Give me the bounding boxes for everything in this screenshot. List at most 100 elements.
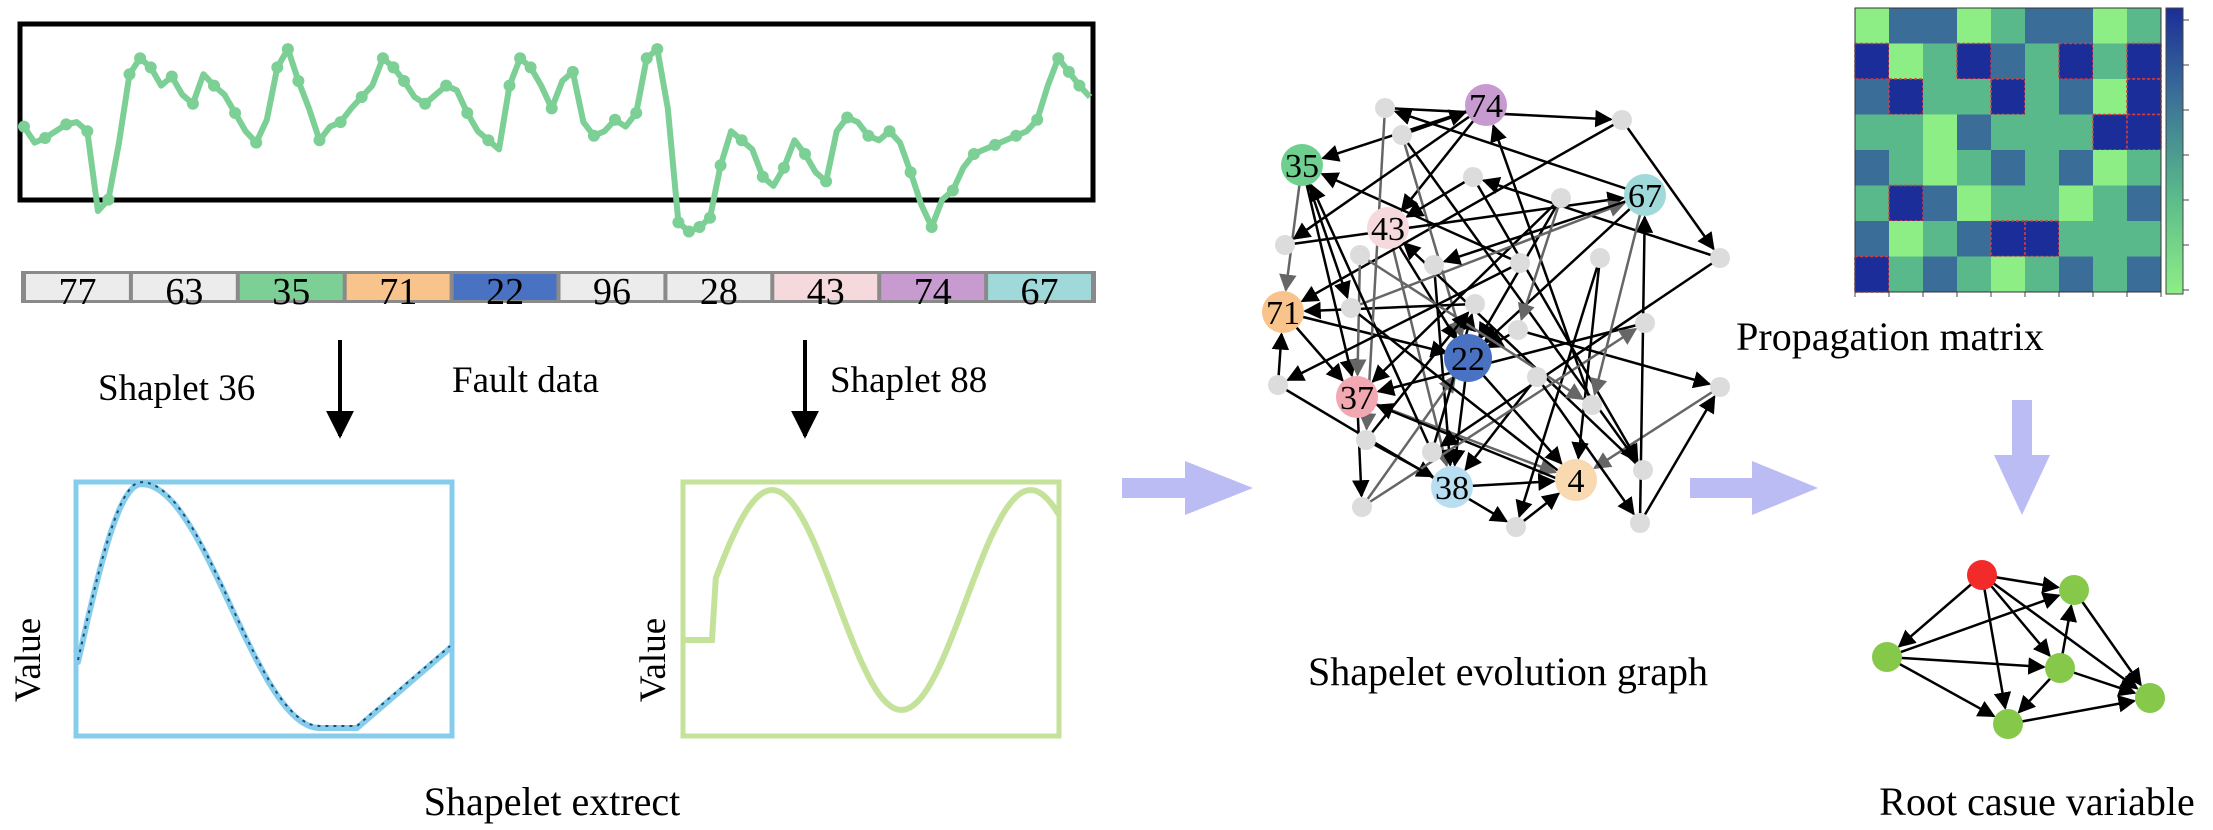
fault-series-point	[967, 148, 980, 160]
evolution-node-label-67: 67	[1628, 178, 1662, 215]
fault-series-point	[1031, 113, 1044, 126]
matrix-cell	[2127, 8, 2161, 44]
evolution-node-label-22: 22	[1451, 341, 1485, 378]
shapelet-right-panel: Value	[633, 479, 1062, 739]
shapelet-88-curve	[683, 486, 1061, 714]
shaplet-36-label: Shaplet 36	[98, 368, 255, 409]
matrix-cell	[1855, 150, 1889, 186]
propagation-matrix-caption: Propagation matrix	[1736, 314, 2044, 359]
evolution-edge	[1292, 103, 1487, 240]
fault-series-point	[862, 129, 875, 142]
matrix-cell	[1889, 221, 1923, 257]
evolution-edge	[1365, 311, 1470, 441]
evolution-edge	[1442, 193, 1646, 265]
matrix-cell	[2059, 114, 2093, 150]
matrix-cell	[2126, 78, 2162, 116]
matrix-cell	[1957, 8, 1991, 44]
fault-series-point	[693, 221, 706, 233]
matrix-cell	[2025, 114, 2059, 150]
evolution-node-unlabeled	[1506, 517, 1526, 537]
evolution-node-unlabeled	[1350, 245, 1370, 265]
evolution-edge	[1376, 321, 1646, 397]
evolution-node-unlabeled	[1463, 167, 1483, 187]
fault-series-point	[820, 175, 833, 188]
matrix-cell	[2024, 220, 2060, 258]
matrix-cell	[2059, 185, 2093, 221]
segment-28	[667, 274, 771, 300]
matrix-cell	[1888, 184, 1924, 222]
matrix-cell	[2059, 256, 2093, 292]
evolution-edge	[1303, 301, 1476, 320]
matrix-cell	[1956, 42, 1992, 80]
fault-series-point	[292, 75, 305, 87]
matrix-cell	[2025, 8, 2059, 44]
variable-node	[1993, 709, 2023, 739]
evolution-edge	[1402, 241, 1644, 471]
evolution-node-67	[1624, 174, 1666, 216]
evolution-node-unlabeled	[1341, 298, 1361, 318]
matrix-cell	[2093, 256, 2127, 292]
evolution-node-unlabeled	[1582, 395, 1602, 415]
fault-series-point	[186, 97, 199, 110]
evolution-node-22	[1444, 334, 1492, 382]
evolution-node-unlabeled	[1424, 255, 1444, 275]
fault-series-point	[640, 52, 653, 65]
matrix-cell	[1854, 42, 1890, 80]
evolution-node-unlabeled	[1465, 294, 1485, 314]
fault-series-point	[144, 61, 157, 74]
matrix-cell	[1991, 150, 2025, 186]
fault-series-point	[1052, 52, 1065, 65]
shapelet-left-frame	[73, 479, 455, 739]
matrix-cell	[1854, 255, 1890, 293]
matrix-colorbar	[2165, 7, 2189, 295]
fault-series-point	[925, 221, 938, 233]
segment-74	[881, 274, 985, 300]
fault-series-point	[81, 125, 94, 138]
matrix-cell	[1923, 221, 1957, 257]
fault-series-point	[946, 184, 959, 197]
fault-series-point	[398, 75, 410, 87]
shapelet-left-panel: Value	[8, 479, 455, 739]
matrix-cell	[2092, 113, 2128, 151]
evolution-node-43	[1367, 207, 1409, 249]
fault-series-point	[883, 125, 896, 138]
evolution-edge	[1309, 183, 1434, 453]
shapelet-36-dotted-overlay	[77, 481, 451, 727]
matrix-frame	[1854, 7, 2162, 293]
evolution-edge	[1360, 374, 1457, 508]
segment-67	[988, 274, 1091, 300]
matrix-cell	[2025, 185, 2059, 221]
evolution-node-label-74: 74	[1469, 88, 1503, 125]
fault-data-label: Fault data	[452, 360, 599, 401]
segment-label-28: 28	[700, 271, 738, 313]
fault-data-frame	[17, 21, 1096, 203]
matrix-cell	[1888, 78, 1924, 116]
evolution-node-label-35: 35	[1285, 148, 1319, 185]
root-cause-edge	[1886, 592, 2061, 659]
evolution-edge	[1405, 175, 1474, 218]
matrix-cell	[2025, 150, 2059, 186]
segment-label-71: 71	[379, 271, 417, 313]
extract-arrows: Shaplet 36 Fault data Shaplet 88	[98, 340, 987, 439]
matrix-cell	[2093, 221, 2127, 257]
fault-series-point	[376, 52, 389, 65]
root-cause-caption: Root casue variable	[1879, 779, 2194, 824]
fault-series-point	[682, 225, 695, 238]
matrix-cell	[1990, 220, 2026, 258]
fault-series-point	[313, 134, 326, 147]
matrix-cell	[1957, 256, 1991, 292]
flow-arrow-to-graph	[1122, 461, 1253, 515]
flow-arrow-down	[1994, 400, 2050, 515]
fault-series-point	[651, 43, 664, 56]
evolution-edge	[1481, 176, 1721, 260]
evolution-node-unlabeled	[1375, 98, 1395, 118]
root-cause-edge	[1886, 655, 1996, 718]
matrix-cell	[1957, 221, 1991, 257]
evolution-node-label-43: 43	[1371, 211, 1405, 248]
matrix-cell	[1889, 8, 1923, 44]
fault-series-point	[39, 132, 52, 144]
matrix-cell	[1991, 256, 2025, 292]
